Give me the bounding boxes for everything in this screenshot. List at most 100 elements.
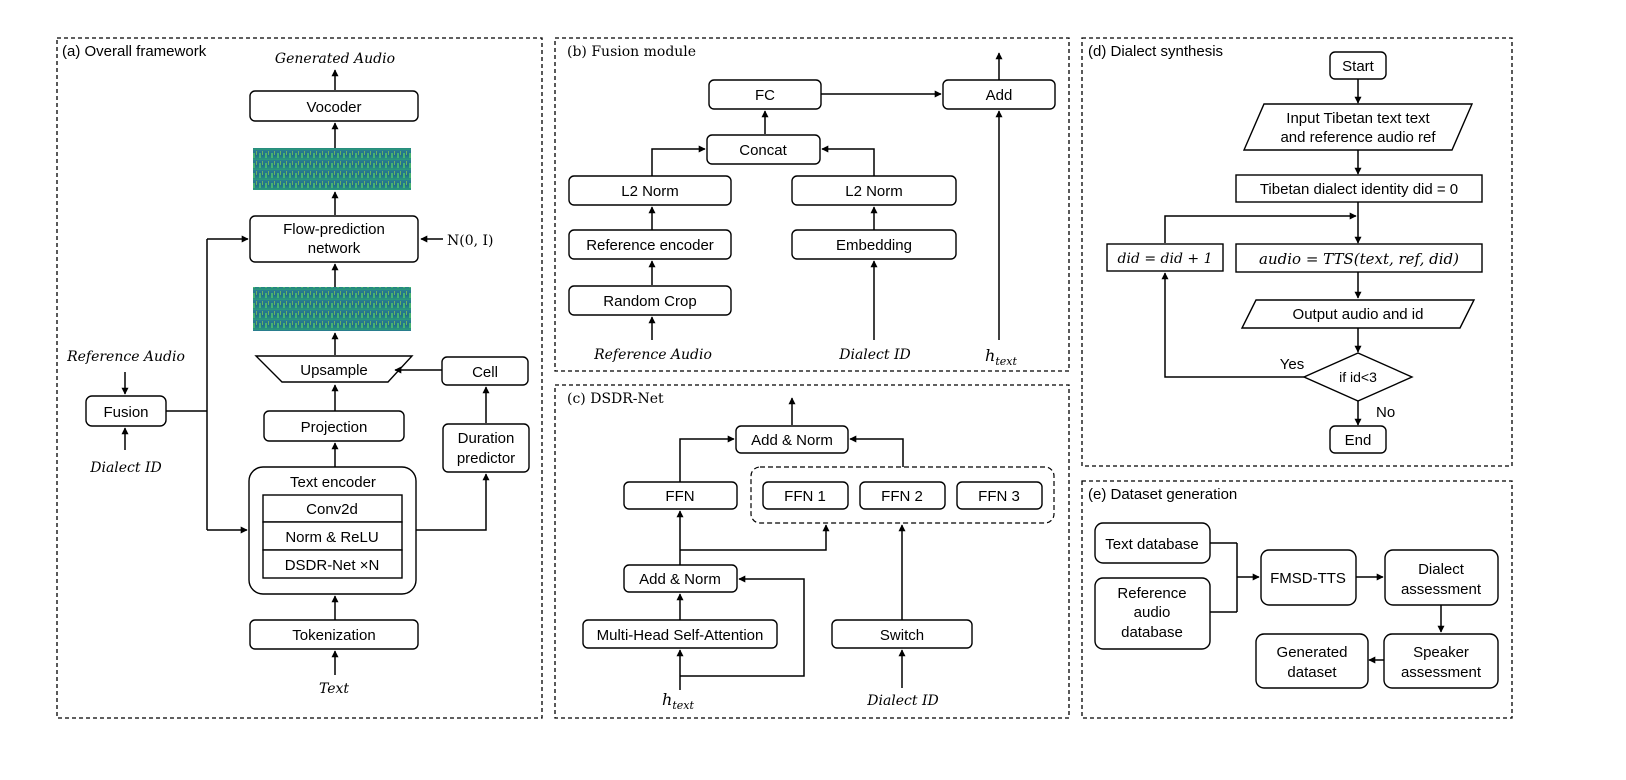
fusion-label: Fusion xyxy=(103,404,148,421)
ffn2-box xyxy=(859,481,946,510)
cell-label: Cell xyxy=(472,364,498,381)
add-norm-bottom-label: Add & Norm xyxy=(639,571,721,588)
generated-dataset-label-2: dataset xyxy=(1287,664,1337,681)
switch-label: Switch xyxy=(880,627,924,644)
flow-prediction-box xyxy=(249,215,419,263)
dsdr-dialect-id-label: Dialect ID xyxy=(866,693,938,709)
panel-a-border xyxy=(56,37,543,719)
add-norm-top-label: Add & Norm xyxy=(751,432,833,449)
fusion-dialect-id-label: Dialect ID xyxy=(838,347,910,363)
dsdr-net-box xyxy=(262,549,403,579)
dialect-assessment-label-1: Dialect xyxy=(1418,561,1465,578)
identity-label: Tibetan dialect identity did = 0 xyxy=(1260,181,1458,198)
projection-box xyxy=(263,410,405,442)
vocoder-box xyxy=(249,90,419,122)
ffn2-label: FFN 2 xyxy=(881,488,923,505)
text-input-label: Text xyxy=(319,681,349,697)
reference-encoder-box xyxy=(568,229,732,260)
reference-database-label-1: Reference xyxy=(1117,585,1186,602)
reference-encoder-label: Reference encoder xyxy=(586,237,714,254)
reference-database-label-2: audio xyxy=(1134,604,1171,621)
input-label-2: and reference audio ref xyxy=(1280,129,1436,146)
cell-box xyxy=(441,356,529,386)
no-label: No xyxy=(1376,404,1395,421)
embedding-label: Embedding xyxy=(836,237,912,254)
duration-predictor-box xyxy=(442,423,530,473)
mhsa-label: Multi-Head Self-Attention xyxy=(597,627,764,644)
text-database-label: Text database xyxy=(1105,536,1198,553)
panel-d-title: (d) Dialect synthesis xyxy=(1088,43,1223,60)
upsample-label: Upsample xyxy=(300,362,368,379)
add-norm-bottom-box xyxy=(623,564,738,593)
panel-b-border xyxy=(554,37,1070,372)
tts-box xyxy=(1235,243,1483,273)
text-encoder-label: Text encoder xyxy=(290,474,376,491)
noise-label: N(0, I) xyxy=(447,233,494,249)
output-label: Output audio and id xyxy=(1293,306,1424,323)
random-crop-box xyxy=(568,285,732,316)
ffn1-box xyxy=(762,481,849,510)
panel-a-title: (a) Overall framework xyxy=(62,43,207,60)
tokenization-box xyxy=(249,619,419,650)
add-label: Add xyxy=(986,87,1013,104)
panel-dialect-synthesis: (d) Dialect synthesis Start Input Tibeta… xyxy=(1081,37,1513,467)
generated-audio-label: Generated Audio xyxy=(275,51,395,67)
conv2d-label: Conv2d xyxy=(306,501,358,518)
panel-dsdr-net: (c) DSDR-Net Add & Norm FFN FFN 1 FFN 2 … xyxy=(554,384,1070,719)
increment-box xyxy=(1106,243,1224,272)
dialect-id-label: Dialect ID xyxy=(89,460,161,476)
conv2d-box xyxy=(262,494,403,523)
l2-norm-left-label: L2 Norm xyxy=(621,183,679,200)
reference-database-box xyxy=(1094,577,1211,650)
dsdr-h-text-label: htext xyxy=(662,690,694,712)
concat-box xyxy=(706,134,821,165)
yes-label: Yes xyxy=(1280,356,1304,373)
norm-relu-label: Norm & ReLU xyxy=(285,529,378,546)
identity-box xyxy=(1235,174,1483,203)
dsdr-net-label: DSDR-Net ×N xyxy=(285,557,380,574)
end-label: End xyxy=(1345,432,1372,449)
fusion-reference-audio-label: Reference Audio xyxy=(593,347,712,363)
increment-label: did = did + 1 xyxy=(1118,251,1213,267)
output-parallelogram xyxy=(1240,299,1476,329)
spectrogram-bottom xyxy=(253,287,411,331)
vocoder-label: Vocoder xyxy=(306,99,361,116)
dialect-assessment-label-2: assessment xyxy=(1401,581,1482,598)
start-label: Start xyxy=(1342,58,1375,75)
panel-b-title: (b) Fusion module xyxy=(567,44,696,60)
ffn3-label: FFN 3 xyxy=(978,488,1020,505)
random-crop-label: Random Crop xyxy=(603,293,696,310)
duration-label-2: predictor xyxy=(457,450,515,467)
speaker-assessment-label-1: Speaker xyxy=(1413,644,1469,661)
spectrogram-top xyxy=(253,148,411,190)
generated-dataset-label-1: Generated xyxy=(1277,644,1348,661)
ffn3-box xyxy=(956,481,1043,510)
add-norm-top-box xyxy=(735,425,849,454)
tts-label: audio = TTS(text, ref, did) xyxy=(1259,250,1459,268)
ffn-box xyxy=(623,481,738,510)
panel-c-border xyxy=(554,384,1070,719)
ffn1-label: FFN 1 xyxy=(784,488,826,505)
input-parallelogram xyxy=(1242,103,1474,151)
concat-label: Concat xyxy=(739,142,787,159)
upsample-trapezoid xyxy=(254,355,414,383)
norm-relu-box xyxy=(262,521,403,551)
panel-e-title: (e) Dataset generation xyxy=(1088,486,1237,503)
reference-audio-label: Reference Audio xyxy=(66,349,185,365)
panel-dataset-generation: (e) Dataset generation Text database Ref… xyxy=(1081,480,1513,719)
condition-label: if id<3 xyxy=(1339,369,1377,385)
panel-overall-framework: (a) Overall framework Generated Audio Vo… xyxy=(56,37,543,719)
generated-dataset-box xyxy=(1255,633,1369,689)
fc-label: FC xyxy=(755,87,775,104)
mhsa-box xyxy=(582,619,778,649)
fusion-h-text-label: htext xyxy=(985,346,1017,368)
panel-e-border xyxy=(1081,480,1513,719)
tokenization-label: Tokenization xyxy=(292,627,375,644)
projection-label: Projection xyxy=(301,419,368,436)
flow-prediction-label-1: Flow-prediction xyxy=(283,221,385,238)
duration-label-1: Duration xyxy=(458,430,515,447)
l2-norm-right-label: L2 Norm xyxy=(845,183,903,200)
l2-norm-left-box xyxy=(568,175,732,206)
ffn-label: FFN xyxy=(665,488,694,505)
